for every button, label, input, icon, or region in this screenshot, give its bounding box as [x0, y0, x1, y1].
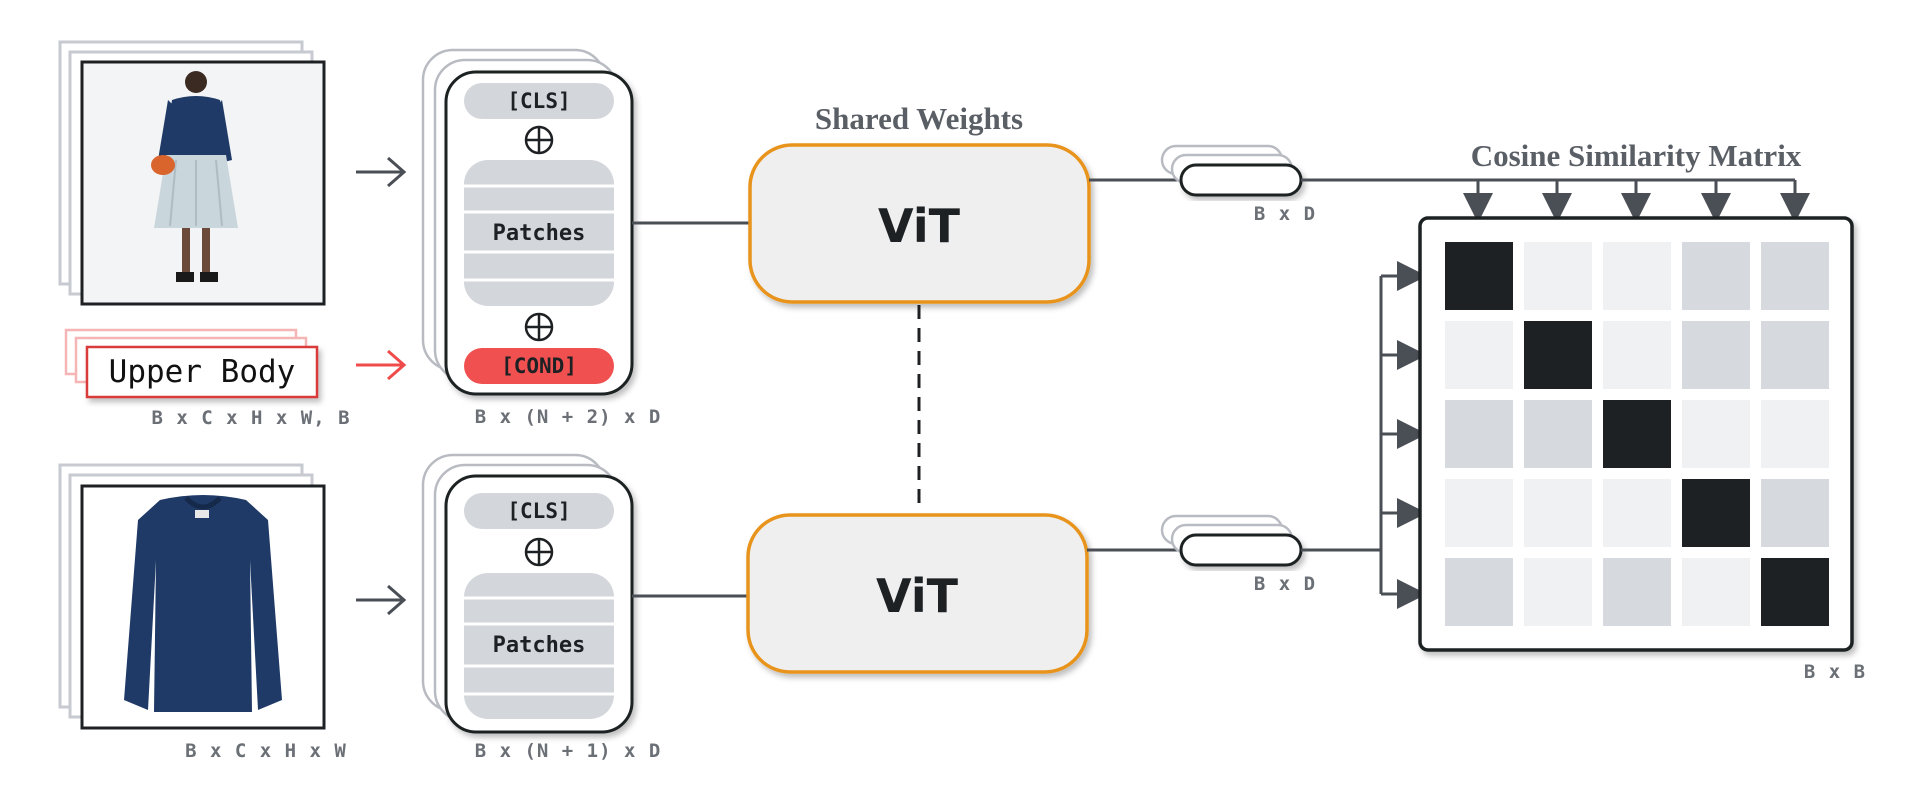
matrix-cell [1603, 242, 1671, 310]
patch-tokens [464, 160, 614, 306]
bottom-image-arrow [356, 584, 407, 616]
bottom-token-dims: B x (N + 1) x D [475, 740, 662, 762]
matrix-cell [1761, 321, 1829, 389]
concat-plus-icon [524, 125, 554, 155]
matrix-cell [1524, 321, 1592, 389]
concat-plus-icon [524, 312, 554, 342]
matrix-cell [1524, 479, 1592, 547]
patch-tokens-label: Patches [493, 221, 586, 246]
bottom-embedding-dims: B x D [1254, 573, 1316, 595]
cls-token [464, 83, 614, 119]
condition-arrow [356, 349, 407, 381]
patch-tokens [464, 573, 614, 719]
row-feed-lines [1301, 261, 1427, 609]
bottom-token-stack: [CLS] Patches [421, 453, 634, 734]
matrix-cell [1524, 400, 1592, 468]
condition-text-stack: Upper Body [64, 328, 319, 399]
cond-token-label: [COND] [501, 354, 577, 378]
model-photo-figure [151, 71, 238, 282]
matrix-cell [1445, 242, 1513, 310]
matrix-dims: B x B [1804, 661, 1866, 683]
column-feed-lines [1301, 178, 1810, 223]
matrix-cell [1682, 321, 1750, 389]
matrix-cell [1524, 558, 1592, 626]
concat-plus-icon [524, 537, 554, 567]
top-image-stack [58, 40, 326, 306]
top-token-dims: B x (N + 2) x D [475, 406, 662, 428]
patch-tokens-label: Patches [493, 633, 586, 658]
bottom-vit-label: ViT [876, 569, 959, 623]
matrix-cell [1603, 400, 1671, 468]
top-embedding-stack [1160, 144, 1303, 197]
matrix-cell [1761, 400, 1829, 468]
shared-weights-label: Shared Weights [815, 101, 1023, 136]
top-vit-block [748, 143, 1091, 304]
bottom-embedding-stack [1160, 514, 1303, 567]
matrix-cell [1682, 479, 1750, 547]
bottom-vit-block [746, 513, 1089, 674]
matrix-cell [1603, 558, 1671, 626]
matrix-cell [1761, 479, 1829, 547]
bottom-image-stack [58, 463, 326, 730]
matrix-cell [1445, 400, 1513, 468]
matrix-cell [1445, 558, 1513, 626]
condition-text: Upper Body [109, 354, 296, 390]
matrix-cell [1603, 479, 1671, 547]
top-input-dims: B x C x H x W, B [151, 407, 350, 429]
matrix-title: Cosine Similarity Matrix [1471, 138, 1802, 173]
matrix-cell [1761, 242, 1829, 310]
similarity-matrix-cells [1445, 242, 1829, 626]
garment-photo-sweater [124, 495, 282, 712]
matrix-cell [1603, 321, 1671, 389]
top-vit-label: ViT [878, 199, 961, 253]
cls-token [464, 493, 614, 529]
matrix-cell [1682, 400, 1750, 468]
matrix-cell [1445, 321, 1513, 389]
cond-token [464, 348, 614, 384]
matrix-cell [1761, 558, 1829, 626]
top-embedding-dims: B x D [1254, 203, 1316, 225]
matrix-cell [1445, 479, 1513, 547]
matrix-cell [1524, 242, 1592, 310]
cls-token-label: [CLS] [507, 499, 570, 523]
matrix-cell [1682, 558, 1750, 626]
condition-text-box [85, 345, 319, 399]
matrix-cell [1682, 242, 1750, 310]
bottom-input-dims: B x C x H x W [185, 740, 347, 762]
top-image-arrow [356, 156, 407, 188]
cls-token-label: [CLS] [507, 89, 570, 113]
top-token-stack: [CLS] Patches [COND] [421, 48, 634, 396]
